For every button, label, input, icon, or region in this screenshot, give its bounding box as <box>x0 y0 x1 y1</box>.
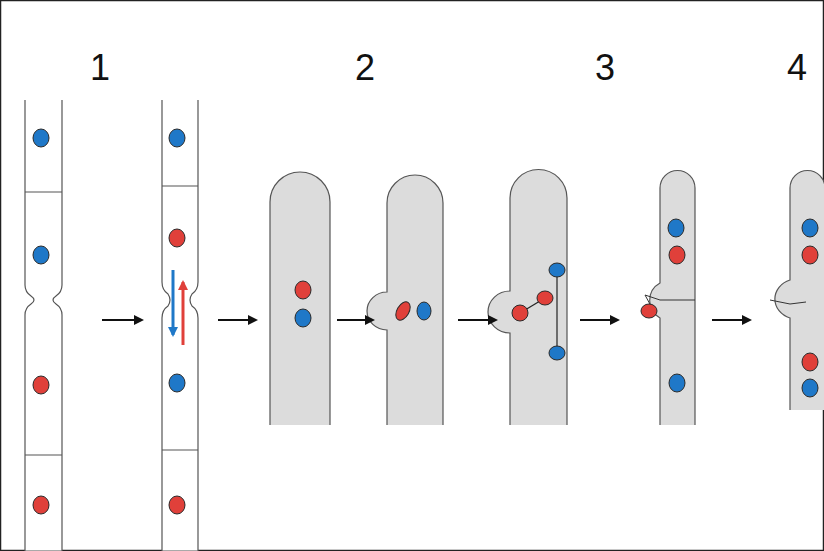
step-arrows <box>102 319 750 321</box>
step-number: 2 <box>355 50 375 86</box>
step-number: 3 <box>595 50 615 86</box>
hypha-stage-1b <box>162 100 198 551</box>
step-number: 1 <box>90 50 110 86</box>
hypha-tip-3b <box>641 171 695 426</box>
step-number: 4 <box>787 50 807 86</box>
hypha-stage-1a <box>25 100 62 551</box>
hypha-tip-2a <box>270 172 330 425</box>
hypha-tip-3a <box>488 170 567 426</box>
hypha-tip-2b <box>367 175 443 425</box>
hypha-tip-4 <box>770 171 824 411</box>
